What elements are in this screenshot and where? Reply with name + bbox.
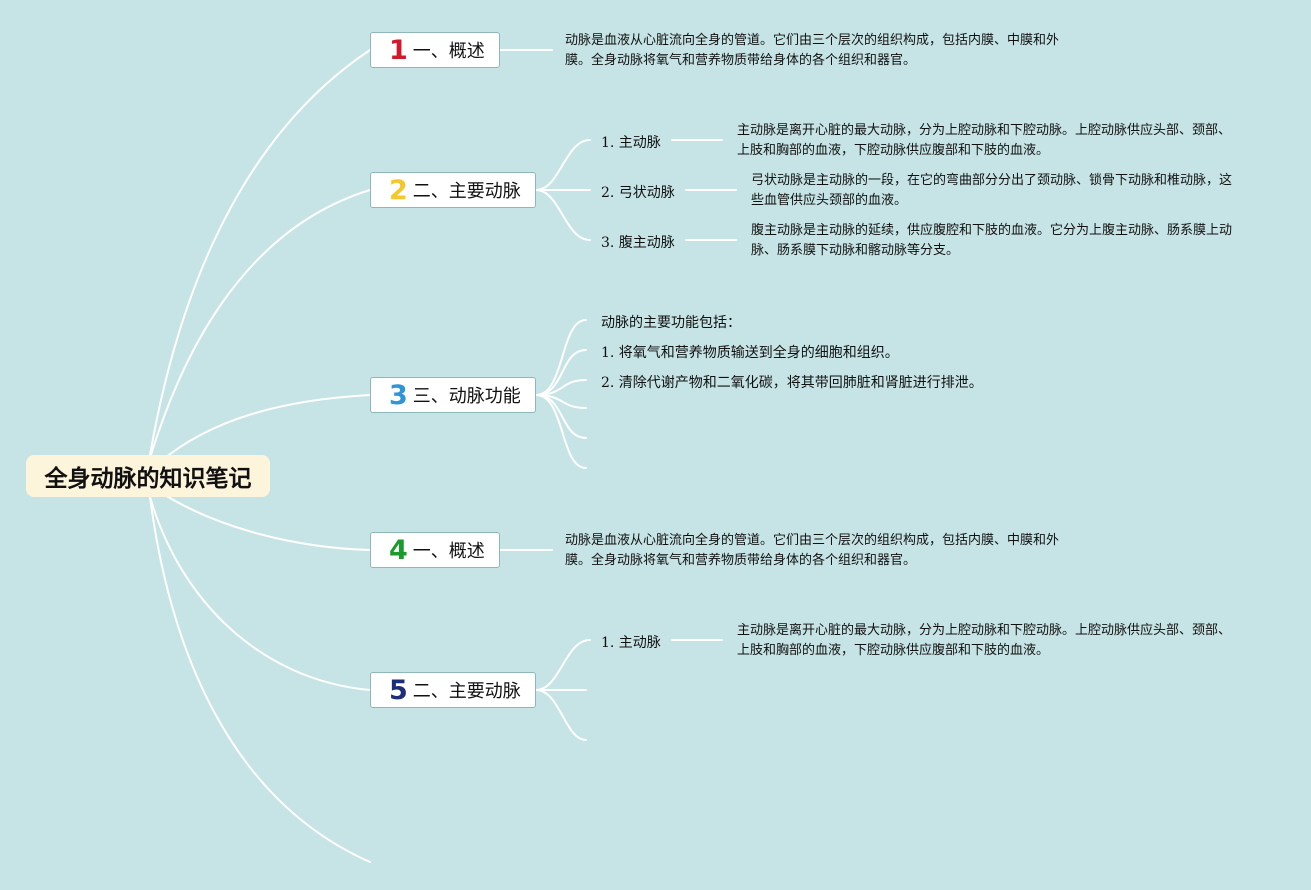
branch-3-label: 三、动脉功能 <box>412 386 521 407</box>
branch-5-number-icon: 5 <box>389 674 408 706</box>
branch-5-item-1-label[interactable]: 1. 主动脉 <box>601 635 661 651</box>
branch-5-item-1-description: 主动脉是离开心脏的最大动脉，分为上腔动脉和下腔动脉。上腔动脉供应头部、颈部、上肢… <box>737 623 1232 658</box>
branch-5-topic[interactable]: 5 二、主要动脉 <box>370 672 536 708</box>
branch-4-description: 动脉是血液从心脏流向全身的管道。它们由三个层次的组织构成，包括内膜、中膜和外膜。… <box>565 533 1060 568</box>
connector-b5-3 <box>535 689 587 741</box>
connector-b3-2 <box>535 349 587 396</box>
connector-root-branch-2 <box>149 189 371 459</box>
branch-3-topic[interactable]: 3 三、动脉功能 <box>370 377 536 413</box>
branch-1-number-icon: 1 <box>389 34 408 66</box>
branch-3-item-2-label[interactable]: 1. 将氧气和营养物质输送到全身的细胞和组织。 <box>601 345 899 361</box>
branch-2-item-1-description: 主动脉是离开心脏的最大动脉，分为上腔动脉和下腔动脉。上腔动脉供应头部、颈部、上肢… <box>737 123 1232 158</box>
branch-2-item-2-label[interactable]: 2. 弓状动脉 <box>601 185 675 201</box>
branch-4-label: 一、概述 <box>412 541 485 562</box>
connector-root-branch-3 <box>159 394 371 463</box>
connector-b5-item-1 <box>535 639 591 691</box>
branch-2-item-3-description: 腹主动脉是主动脉的延续，供应腹腔和下肢的血液。它分为上腹主动脉、肠系膜上动脉、肠… <box>751 223 1233 258</box>
connector-b2-item-3 <box>535 189 591 241</box>
branch-1-topic[interactable]: 1 一、概述 <box>370 32 500 68</box>
branch-2-number-icon: 2 <box>389 174 408 206</box>
connector-b3-6 <box>535 394 587 469</box>
root-topic[interactable]: 全身动脉的知识笔记 <box>26 455 270 497</box>
branch-3-number-icon: 3 <box>389 379 408 411</box>
connector-root-branch-1 <box>149 49 371 456</box>
branch-2-item-2-description: 弓状动脉是主动脉的一段，在它的弯曲部分分出了颈动脉、锁骨下动脉和椎动脉，这些血管… <box>751 173 1233 208</box>
branch-3-item-1-label[interactable]: 动脉的主要功能包括： <box>601 315 741 331</box>
connector-b2-item-1 <box>535 139 591 191</box>
connector-root-empty <box>149 496 371 863</box>
branch-2-topic[interactable]: 2 二、主要动脉 <box>370 172 536 208</box>
branch-4-topic[interactable]: 4 一、概述 <box>370 532 500 568</box>
branch-1-label: 一、概述 <box>412 41 485 62</box>
branch-2-item-3-label[interactable]: 3. 腹主动脉 <box>601 235 675 251</box>
branch-1-description: 动脉是血液从心脏流向全身的管道。它们由三个层次的组织构成，包括内膜、中膜和外膜。… <box>565 33 1060 68</box>
branch-2-label: 二、主要动脉 <box>412 181 521 202</box>
branch-3-item-3-label[interactable]: 2. 清除代谢产物和二氧化碳，将其带回肺脏和肾脏进行排泄。 <box>601 375 983 391</box>
connector-root-branch-4 <box>159 491 371 551</box>
connector-b3-1 <box>535 319 587 396</box>
branch-5-label: 二、主要动脉 <box>412 681 521 702</box>
connector-root-branch-5 <box>149 496 371 691</box>
branch-4-number-icon: 4 <box>389 534 408 566</box>
root-title: 全身动脉的知识笔记 <box>44 466 252 492</box>
branch-2-item-1-label[interactable]: 1. 主动脉 <box>601 135 661 151</box>
